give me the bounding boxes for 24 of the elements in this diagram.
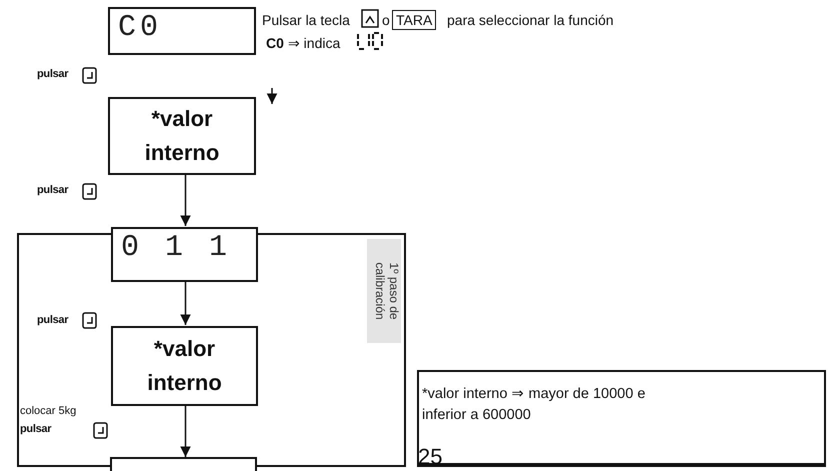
lcd-display: [111, 227, 258, 282]
arrow: [180, 175, 191, 226]
key-label: TARA: [392, 10, 436, 30]
display-value-text: *valor interno: [146, 335, 223, 397]
note-box: [417, 370, 826, 467]
instruction-text: para seleccionar la función: [447, 12, 614, 28]
instruction-text: o: [382, 12, 390, 28]
display-box: [111, 326, 258, 406]
instruction-text: C0 ⇒ indica: [266, 35, 340, 51]
instruction-text: Pulsar la tecla: [262, 12, 350, 28]
step-title: 1º paso de calibración: [367, 239, 401, 343]
instruction-text: pulsar: [37, 68, 68, 80]
instruction-text: pulsar: [37, 314, 68, 326]
instruction-text: pulsar: [37, 184, 68, 196]
display-value-text: *valor interno: [144, 105, 220, 167]
note-text: *valor interno ⇒ mayor de 10000 e inferior a 600000: [422, 385, 646, 425]
arrow: [180, 405, 191, 457]
lcd-display: [108, 7, 256, 55]
instruction-text: colocar 5kg: [20, 405, 76, 417]
display-box: [108, 97, 256, 175]
display-readout: 0 1 1: [121, 231, 232, 265]
display-readout: C0: [118, 11, 162, 45]
instruction-text: pulsar: [20, 423, 52, 435]
arrow: [180, 281, 191, 325]
